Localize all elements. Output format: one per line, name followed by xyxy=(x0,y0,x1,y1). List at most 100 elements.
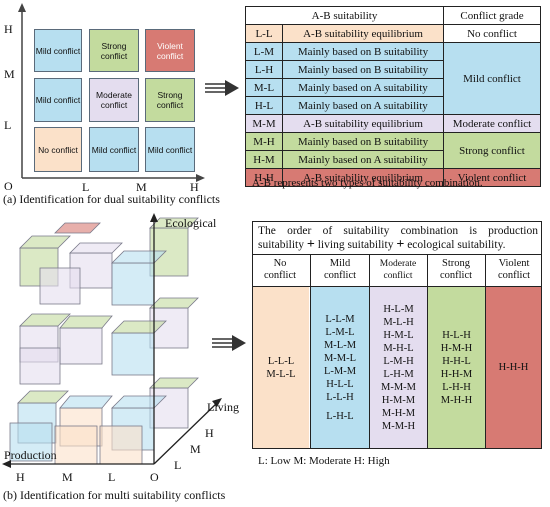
row-desc: Mainly based on B suitability xyxy=(282,132,444,151)
panel-b-caption: (b) Identification for multi suitability… xyxy=(3,488,226,502)
axis-living-label: Living xyxy=(207,400,239,414)
combo-item: H-L-L xyxy=(326,378,354,390)
intro-line-2: suitability + living suitability + ecolo… xyxy=(258,238,538,252)
row-desc: Mainly based on B suitability xyxy=(282,60,444,79)
combo-item: L-M-H xyxy=(383,355,414,367)
combo-item: M-H-L xyxy=(383,342,414,354)
intro-part: living suitability xyxy=(317,239,394,251)
row-code: H-H xyxy=(245,168,283,187)
row-code: H-M xyxy=(245,150,283,169)
x-tick-l: L xyxy=(82,180,90,194)
combo-item: H-L-H xyxy=(442,329,471,341)
grid-cell-m-m: Moderate conflict xyxy=(89,78,139,122)
combo-item: H-H-L xyxy=(442,355,471,367)
combo-item: M-L-M xyxy=(323,339,357,351)
dual-axes xyxy=(18,3,205,182)
row-desc: Mainly based on A suitability xyxy=(282,96,444,115)
combo-item: M-L-L xyxy=(266,368,296,380)
col-divider xyxy=(485,254,486,448)
combo-item: L-M-M xyxy=(323,365,357,377)
grid-cell-l-l: No conflict xyxy=(34,127,82,172)
combo-item: M-M-L xyxy=(323,352,357,364)
living-axis xyxy=(153,401,219,465)
col-head-line: conflict xyxy=(497,270,531,281)
combo-item: M-M-M xyxy=(380,381,416,393)
combo-item: M-L-H xyxy=(383,316,414,328)
row-code: H-L xyxy=(245,96,283,115)
grade-no-conflict: No conflict xyxy=(443,24,541,43)
combo-item: H-L-M xyxy=(383,303,414,315)
combo-item: L-H-M xyxy=(383,368,414,380)
col-head-line: Moderate xyxy=(379,259,417,269)
living-tick-m: M xyxy=(190,442,201,456)
grade-mild-conflict: Mild conflict xyxy=(443,42,541,115)
plus-icon: + xyxy=(306,237,315,252)
combo-item: H-M-H xyxy=(440,342,473,354)
col-head-line: conflict xyxy=(439,270,473,281)
combo-item: H-H-M xyxy=(440,368,473,380)
intro-part: ecological suitability. xyxy=(407,239,506,251)
grid-cell-h-l: Mild conflict xyxy=(145,127,195,172)
combo-item: H-M-M xyxy=(381,394,416,406)
arrow-b-icon xyxy=(212,335,246,351)
y-tick-l: L xyxy=(4,118,12,132)
col-head-line: conflict xyxy=(383,271,413,281)
grid-cell-m-l: Mild conflict xyxy=(89,127,139,172)
col-body-no-conflict: L-L-L M-L-L xyxy=(253,287,309,448)
legend-note: L: Low M: Moderate H: High xyxy=(258,455,390,467)
living-tick-h: H xyxy=(205,426,214,440)
col-divider xyxy=(427,254,428,448)
table-intro: The order of suitability combination is … xyxy=(258,224,538,252)
table-note: A-B represents two types of suitability … xyxy=(252,177,483,189)
y-tick-h: H xyxy=(4,22,13,36)
plus-icon: + xyxy=(396,237,405,252)
x-tick-h: H xyxy=(190,180,199,194)
col-head-no-conflict: No conflict xyxy=(252,258,308,282)
origin-label-b: O xyxy=(150,470,159,484)
col-head-line: No xyxy=(273,258,287,269)
combo-item: L-L-M xyxy=(325,313,355,325)
combo-item: L-L-H xyxy=(326,391,354,403)
combo-item: M-H-H xyxy=(440,394,473,406)
row-desc: Mainly based on A suitability xyxy=(282,150,444,169)
row-code: L-M xyxy=(245,42,283,61)
row-desc: A-B suitability equilibrium xyxy=(282,168,444,187)
row-desc: Mainly based on B suitability xyxy=(282,42,444,61)
grade-moderate-conflict: Moderate conflict xyxy=(443,114,541,133)
col-head-line: Strong xyxy=(441,258,470,269)
table-header-grade: Conflict grade xyxy=(443,6,541,25)
combo-item: L-M-L xyxy=(325,326,355,338)
living-tick-l: L xyxy=(174,458,182,472)
grid-cell-l-m: Mild conflict xyxy=(34,78,82,122)
dual-conflict-table: A-B suitability Conflict grade L-L A-B s… xyxy=(245,6,541,187)
intro-line-1: The order of suitability combination is … xyxy=(258,225,538,237)
axis-ecological-label: Ecological xyxy=(165,216,217,230)
production-tick-h: H xyxy=(16,470,25,484)
grid-cell-h-h: Violent conflict xyxy=(145,29,195,72)
row-desc: A-B suitability equilibrium xyxy=(282,24,444,43)
x-tick-m: M xyxy=(136,180,147,194)
col-divider xyxy=(369,254,370,448)
header-divider xyxy=(252,286,542,287)
table-header-suitability: A-B suitability xyxy=(245,6,444,25)
origin-label: O xyxy=(4,179,13,193)
row-code: L-L xyxy=(245,24,283,43)
production-tick-m: M xyxy=(62,470,73,484)
grid-cell-l-h: Mild conflict xyxy=(34,29,82,72)
combo-item: L-H-L xyxy=(326,410,354,422)
grid-cell-m-h: Strong conflict xyxy=(89,29,139,72)
col-head-line: conflict xyxy=(263,270,297,281)
production-tick-l: L xyxy=(108,470,116,484)
grade-violent-conflict: Violent conflict xyxy=(443,168,541,187)
col-body-mild-conflict: L-L-M L-M-L M-L-M M-M-L L-M-M H-L-L L-L-… xyxy=(311,287,369,448)
combo-item: M-M-H xyxy=(381,420,416,432)
intro-part: suitability xyxy=(258,239,304,251)
cube-stack-illustration xyxy=(2,213,222,468)
col-head-line: conflict xyxy=(323,270,357,281)
combo-item: M-H-M xyxy=(381,407,416,419)
col-head-line: Mild xyxy=(329,258,351,269)
col-body-strong-conflict: H-L-H H-M-H H-H-L H-H-M L-H-H M-H-H xyxy=(428,287,485,448)
grid-cell-h-m: Strong conflict xyxy=(145,78,195,122)
col-head-violent-conflict: Violent conflict xyxy=(486,258,542,282)
arrow-a-icon xyxy=(205,80,239,96)
